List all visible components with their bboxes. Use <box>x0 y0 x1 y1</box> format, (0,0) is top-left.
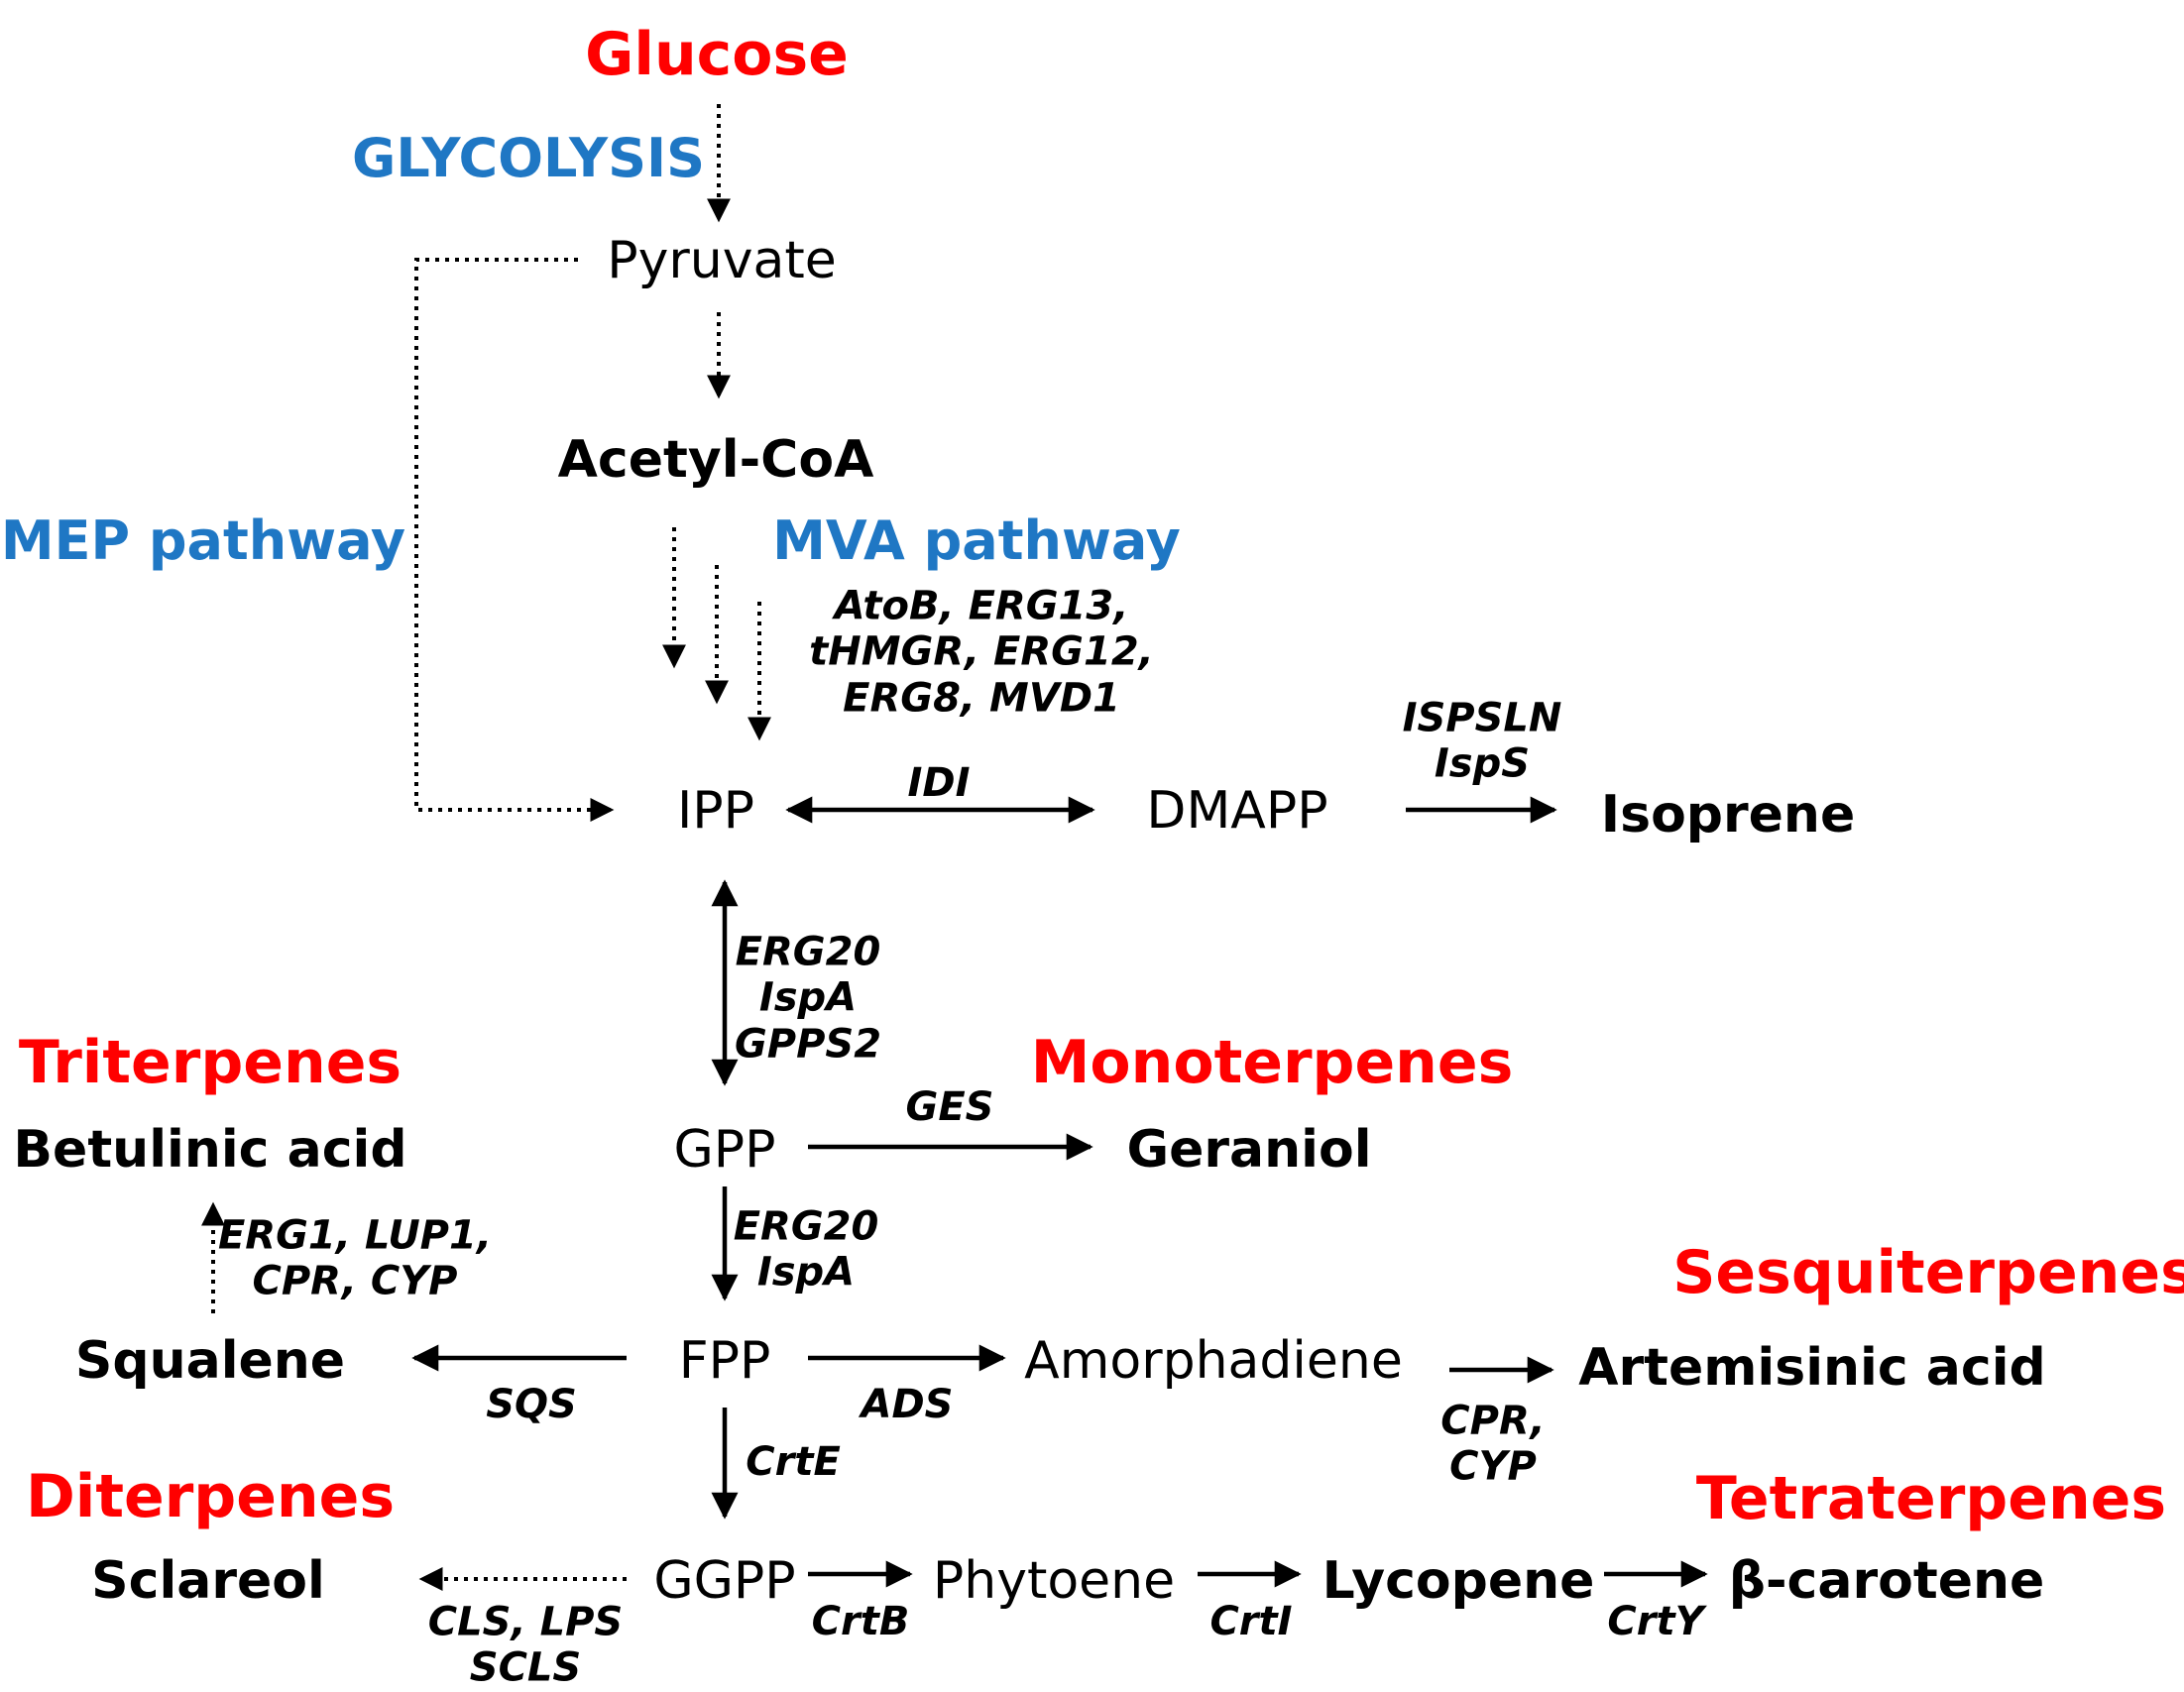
arrow-mep-pathway <box>414 258 615 822</box>
category-sesquiterpenes: Sesquiterpenes <box>1672 1238 2184 1307</box>
enzyme-label-crty: CrtY <box>1607 1598 1704 1644</box>
enzyme-label-artemisinic: CPR, CYP <box>1440 1398 1546 1490</box>
enzyme-label-ads: ADS <box>861 1381 954 1427</box>
enzyme-label-idi: IDI <box>907 759 971 806</box>
pathway-mva: MVA pathway <box>772 509 1181 572</box>
compound-pyruvate: Pyruvate <box>607 231 837 290</box>
enzyme-label-isps: ISPSLN IspS <box>1402 695 1562 787</box>
enzyme-label-betulinic: ERG1, LUP1, CPR, CYP <box>217 1212 493 1304</box>
enzyme-label-sqs: SQS <box>486 1381 577 1427</box>
category-glucose: Glucose <box>585 20 849 89</box>
compound-geraniol: Geraniol <box>1126 1120 1372 1180</box>
compound-ggpp: GGPP <box>653 1551 796 1611</box>
compound-artemisinic-acid: Artemisinic acid <box>1578 1338 2046 1398</box>
category-triterpenes: Triterpenes <box>18 1028 402 1097</box>
category-tetraterpenes: Tetraterpenes <box>1695 1464 2167 1533</box>
pathway-mep: MEP pathway <box>0 509 406 572</box>
compound-fpp: FPP <box>678 1331 771 1391</box>
compound-squalene: Squalene <box>74 1331 346 1391</box>
compound-sclareol: Sclareol <box>91 1551 325 1611</box>
enzyme-label-fpp-synthase: ERG20 IspA <box>733 1203 879 1296</box>
pathway-glycolysis: GLYCOLYSIS <box>351 127 706 189</box>
enzyme-label-ges: GES <box>905 1083 994 1130</box>
compound-beta-carotene: β-carotene <box>1728 1551 2045 1611</box>
category-diterpenes: Diterpenes <box>25 1462 396 1531</box>
compound-dmapp: DMAPP <box>1146 781 1328 841</box>
compound-gpp: GPP <box>673 1120 776 1180</box>
enzyme-label-gpp-synthase: ERG20 IspA GPPS2 <box>734 929 882 1068</box>
compound-isoprene: Isoprene <box>1600 785 1856 845</box>
compound-betulinic-acid: Betulinic acid <box>13 1120 407 1180</box>
compound-phytoene: Phytoene <box>932 1551 1176 1611</box>
enzyme-label-crti: CrtI <box>1209 1598 1293 1644</box>
category-monoterpenes: Monoterpenes <box>1030 1028 1514 1097</box>
enzyme-label-crtb: CrtB <box>811 1598 910 1644</box>
compound-amorphadiene: Amorphadiene <box>1024 1331 1403 1391</box>
compound-acetyl-coa: Acetyl-CoA <box>557 430 874 490</box>
enzyme-label-crte: CrtE <box>746 1438 841 1485</box>
enzyme-label-sclareol: CLS, LPS SCLS <box>427 1599 624 1691</box>
compound-ipp: IPP <box>676 781 755 841</box>
enzyme-label-mva-genes: AtoB, ERG13, tHMGR, ERG12, ERG8, MVD1 <box>809 583 1154 722</box>
compound-lycopene: Lycopene <box>1322 1551 1595 1611</box>
